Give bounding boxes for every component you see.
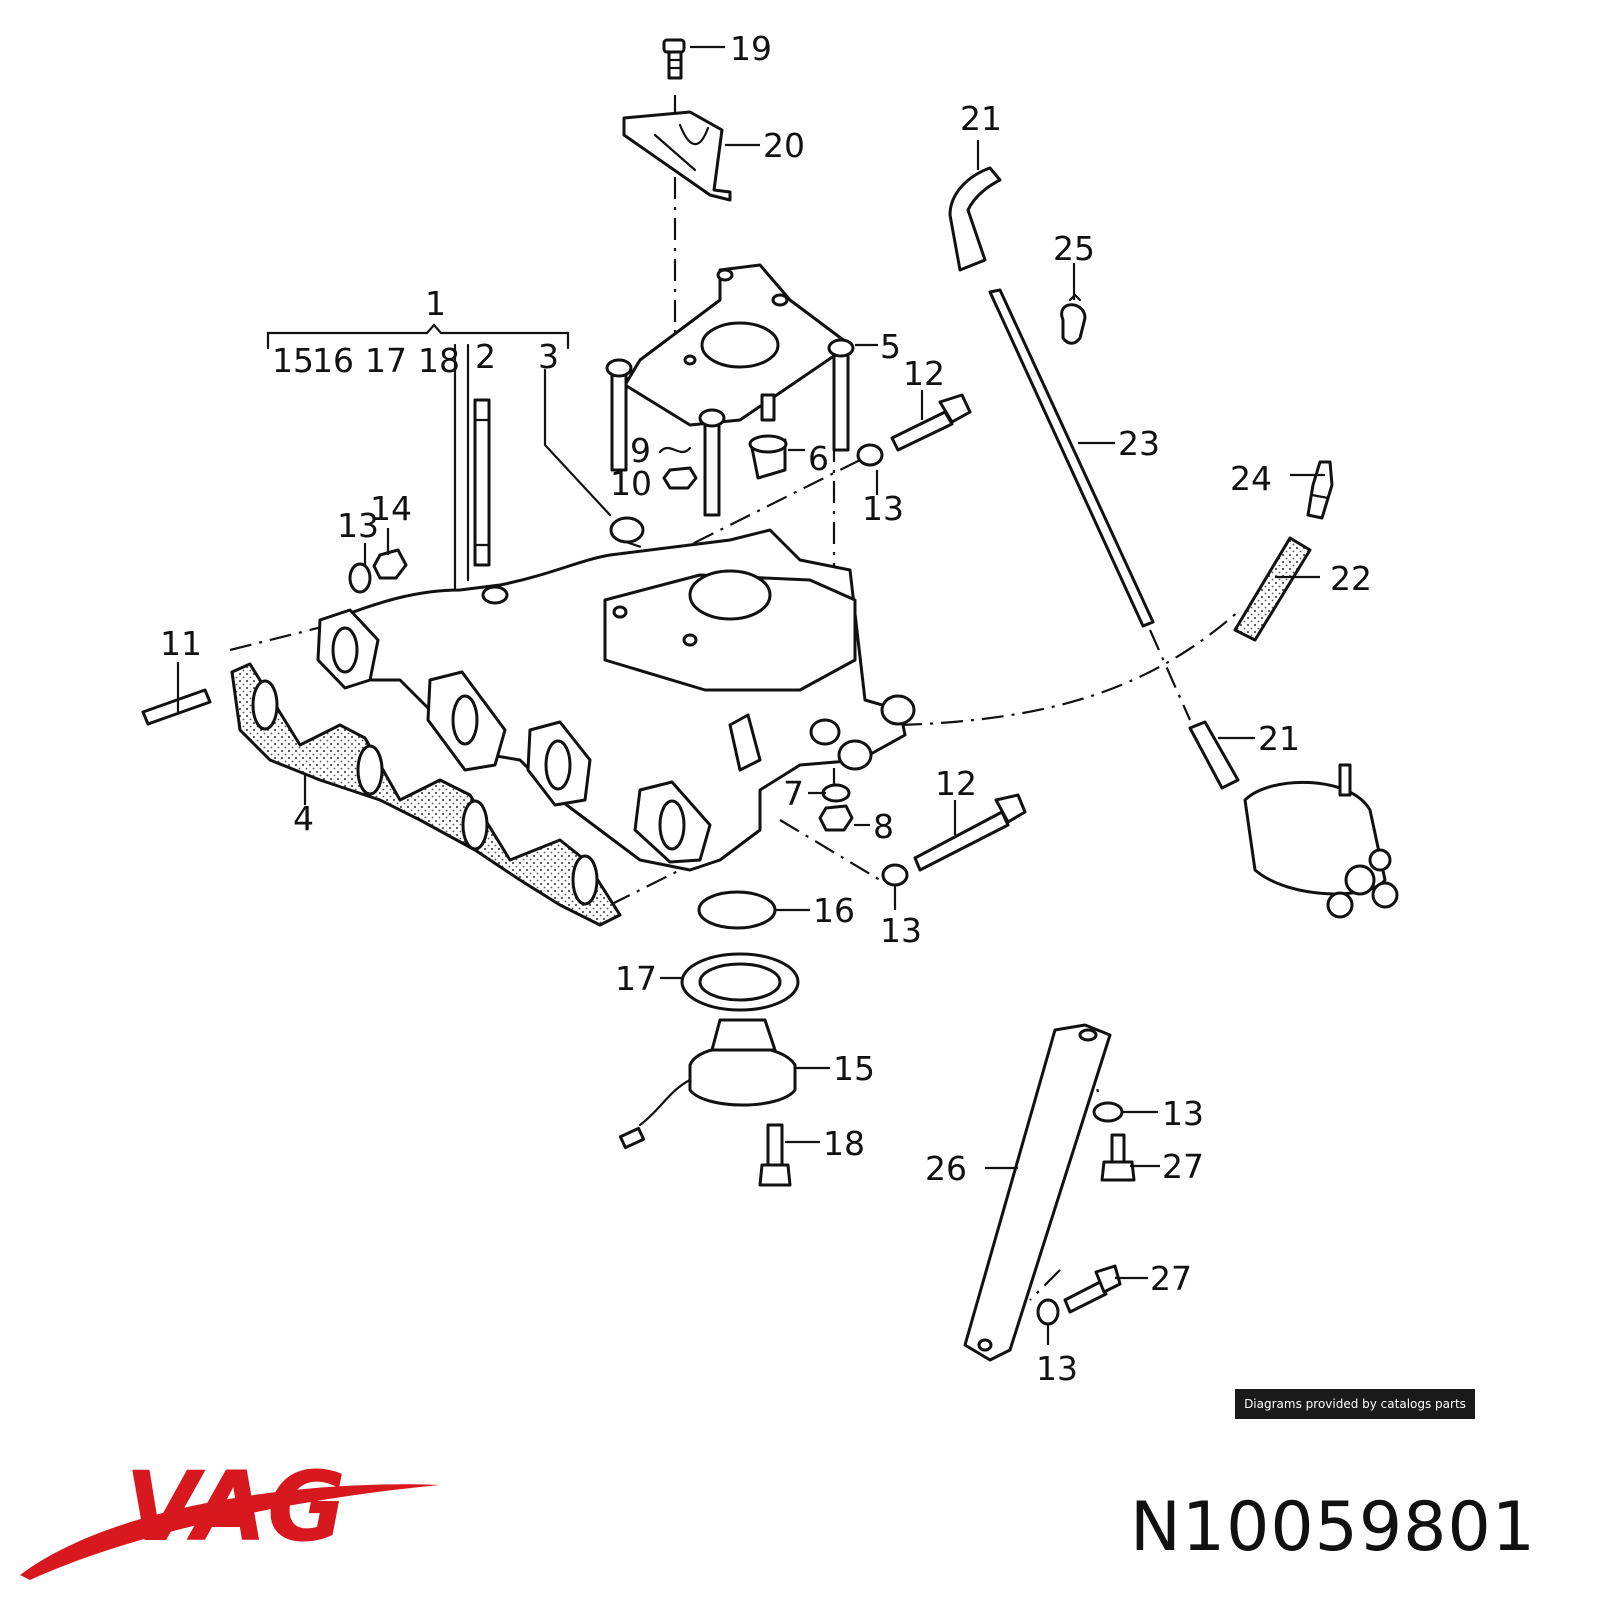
logo-text: VAG bbox=[125, 1451, 346, 1563]
callout-9: 9 bbox=[630, 431, 651, 470]
logo-swoosh bbox=[20, 1484, 440, 1580]
callout-5: 5 bbox=[880, 327, 901, 366]
part-11-stud bbox=[141, 688, 212, 726]
part-7-8-washer-nut bbox=[818, 783, 854, 832]
callout-18-lower: 18 bbox=[823, 1124, 865, 1163]
part-13-washers bbox=[856, 443, 1124, 1326]
callout-20: 20 bbox=[763, 126, 805, 165]
part-19-bolt bbox=[662, 38, 686, 80]
callout-25: 25 bbox=[1053, 229, 1095, 268]
callout-15: 15 bbox=[272, 341, 314, 380]
part-17-gasket-ring bbox=[680, 952, 800, 1012]
diagram-credit: Diagrams provided by catalogs parts bbox=[1235, 1389, 1475, 1419]
callout-11: 11 bbox=[160, 624, 202, 663]
part-22-hose bbox=[1233, 536, 1312, 642]
part-1-intake-manifold bbox=[316, 528, 916, 872]
callout-19: 19 bbox=[730, 29, 772, 68]
distributor bbox=[1243, 763, 1399, 919]
callout-24: 24 bbox=[1230, 459, 1272, 498]
callout-12-lower: 12 bbox=[935, 764, 977, 803]
part-3-plug bbox=[609, 516, 645, 544]
part-4-gasket bbox=[230, 662, 622, 927]
group-bracket bbox=[266, 323, 612, 592]
callout-16-lower: 16 bbox=[813, 891, 855, 930]
callout-13-bottom: 13 bbox=[1036, 1349, 1078, 1388]
callout-4: 4 bbox=[293, 799, 314, 838]
part-6-sleeve bbox=[748, 434, 788, 480]
callout-27-upper: 27 bbox=[1162, 1147, 1204, 1186]
part-2-stud bbox=[473, 398, 491, 567]
callout-7: 7 bbox=[783, 774, 804, 813]
part-13-14-washer-nut bbox=[348, 548, 408, 594]
callout-10: 10 bbox=[610, 464, 652, 503]
callout-3: 3 bbox=[538, 337, 559, 376]
callout-1: 1 bbox=[425, 284, 446, 323]
part-18-bolt bbox=[758, 1123, 792, 1187]
vag-logo: VAG bbox=[20, 1451, 440, 1580]
part-27-bolts bbox=[1063, 1133, 1136, 1314]
part-number: N10059801 bbox=[1130, 1488, 1536, 1567]
callouts: 19 20 21 25 1 15 16 17 18 2 3 5 12 23 9 … bbox=[160, 29, 1372, 1388]
callout-21-lower: 21 bbox=[1258, 719, 1300, 758]
callout-17: 17 bbox=[365, 341, 407, 380]
callout-21-upper: 21 bbox=[960, 99, 1002, 138]
part-25-clip bbox=[1060, 293, 1087, 345]
callout-13-left: 13 bbox=[337, 506, 379, 545]
part-21-hose-upper bbox=[948, 166, 1002, 272]
callout-15-lower: 15 bbox=[833, 1049, 875, 1088]
flange-studs bbox=[605, 338, 855, 517]
part-23-rod bbox=[988, 288, 1155, 628]
callout-27-lower: 27 bbox=[1150, 1259, 1192, 1298]
callout-13-right: 13 bbox=[1162, 1094, 1204, 1133]
part-9-10-spring-nut bbox=[658, 446, 698, 490]
part-26-support bbox=[963, 1023, 1112, 1362]
part-16-o-ring bbox=[697, 890, 777, 930]
callout-14: 14 bbox=[370, 489, 412, 528]
callout-23: 23 bbox=[1118, 424, 1160, 463]
callout-13-upper: 13 bbox=[862, 489, 904, 528]
callout-16: 16 bbox=[312, 341, 354, 380]
callout-22: 22 bbox=[1330, 559, 1372, 598]
part-24-plug bbox=[1306, 460, 1334, 520]
part-20-bracket bbox=[622, 110, 732, 202]
part-5-flange bbox=[623, 263, 852, 427]
callout-6: 6 bbox=[808, 439, 829, 478]
callout-2: 2 bbox=[475, 337, 496, 376]
callout-8: 8 bbox=[873, 807, 894, 846]
callout-26: 26 bbox=[925, 1149, 967, 1188]
callout-12-upper: 12 bbox=[903, 354, 945, 393]
part-15-heater bbox=[618, 1018, 797, 1150]
callout-18: 18 bbox=[418, 341, 460, 380]
callout-17-lower: 17 bbox=[615, 959, 657, 998]
callout-13-middle: 13 bbox=[880, 911, 922, 950]
part-21-hose-lower bbox=[1188, 720, 1240, 790]
part-12-bolts bbox=[890, 393, 1027, 872]
leader-lines bbox=[176, 45, 1325, 1345]
